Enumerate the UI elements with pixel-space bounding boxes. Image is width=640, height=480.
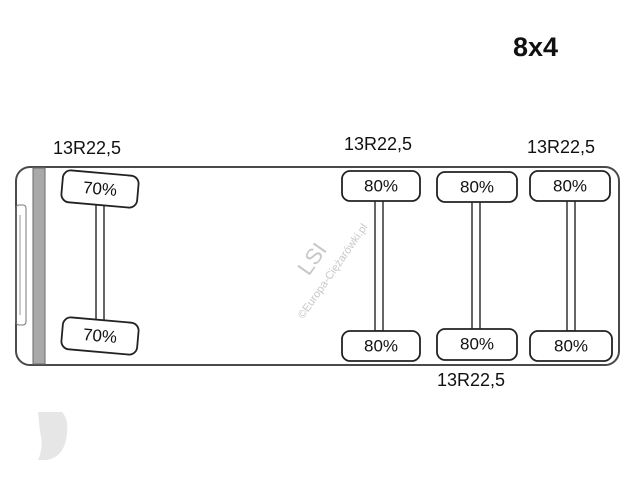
tread-axle-2-right: 80% bbox=[364, 337, 398, 356]
tyre-axle-4-left: 80% bbox=[529, 170, 611, 202]
tread-axle-4-left: 80% bbox=[553, 177, 587, 196]
tyre-size-axle-4: 13R22,5 bbox=[527, 137, 596, 157]
tyre-axle-2-right: 80% bbox=[341, 330, 421, 362]
axle-shaft-2 bbox=[374, 198, 384, 332]
tyre-axle-1-right: 70% bbox=[60, 316, 140, 356]
tyre-size-axle-2: 13R22,5 bbox=[344, 134, 413, 154]
tread-axle-2-left: 80% bbox=[364, 177, 398, 196]
tyre-size-axle-3: 13R22,5 bbox=[437, 370, 506, 390]
tread-axle-3-left: 80% bbox=[460, 178, 494, 197]
tread-axle-1-right: 70% bbox=[82, 325, 118, 347]
tread-axle-3-right: 80% bbox=[460, 335, 494, 354]
axle-configuration-label: 8x4 bbox=[513, 32, 559, 62]
watermark: LSI ©Europa-Ciężarówki.pl bbox=[292, 222, 370, 321]
cab bbox=[15, 167, 46, 365]
tread-axle-1-left: 70% bbox=[82, 178, 118, 200]
tyre-axle-4-right: 80% bbox=[529, 330, 613, 362]
watermark-icon bbox=[38, 412, 68, 460]
axle-shaft-1 bbox=[95, 203, 105, 322]
tyre-axle-3-left: 80% bbox=[436, 171, 518, 203]
tyre-axle-2-left: 80% bbox=[341, 170, 421, 202]
tyre-axle-3-right: 80% bbox=[436, 328, 518, 361]
tread-axle-4-right: 80% bbox=[554, 337, 588, 356]
axle-shaft-3 bbox=[471, 198, 481, 332]
axle-shaft-4 bbox=[566, 198, 576, 332]
tyre-size-axle-1: 13R22,5 bbox=[53, 138, 122, 158]
tyre-axle-1-left: 70% bbox=[60, 169, 140, 209]
